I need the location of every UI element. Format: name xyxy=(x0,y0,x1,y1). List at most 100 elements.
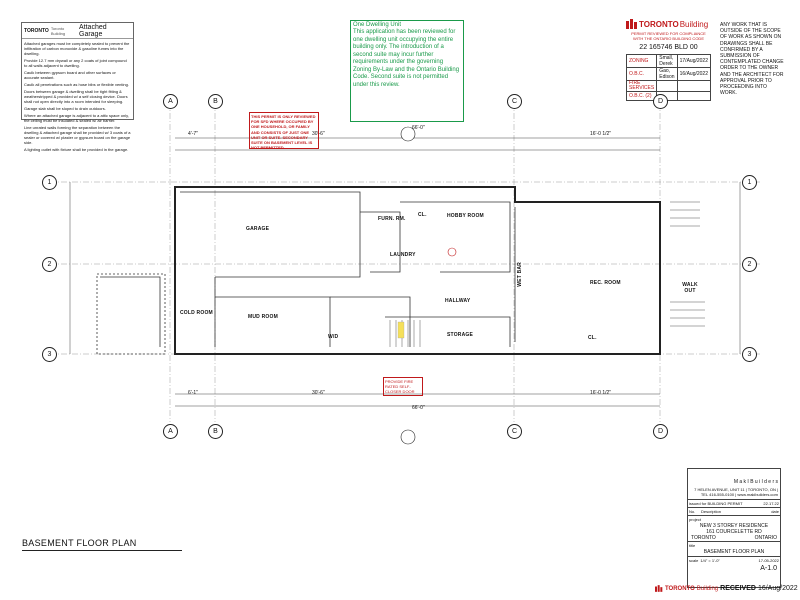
grid-bubble-2-right: 2 xyxy=(742,257,757,272)
sheet-number: A-1.0 xyxy=(760,565,777,572)
permit-number: 22 165746 BLD 00 xyxy=(639,44,698,51)
notes-intro: Attached garages must be completely seal… xyxy=(24,41,130,56)
dryer-vent-highlight xyxy=(397,321,405,339)
zoning-note-body: This application has been reviewed for o… xyxy=(353,29,460,88)
zoning-note: One Dwelling Unit This application has b… xyxy=(350,20,464,122)
firm-name: M a k I B u i l d e r s xyxy=(733,479,778,485)
grid-bubble-a-bottom: A xyxy=(163,424,178,439)
scope-note: ANY WORK THAT IS OUTSIDE OF THE SCOPE OF… xyxy=(720,22,784,97)
firm-info: 7 HELEN AVENUE, UNIT 11 | TORONTO, ON | … xyxy=(694,487,778,497)
note-item: Caulk between gypsum board and other sur… xyxy=(24,70,116,80)
zoning-note-title: One Dwelling Unit xyxy=(353,22,402,28)
no-label: No. xyxy=(689,509,696,514)
note-item: Doors between garage & dwelling shall be… xyxy=(24,89,128,104)
grid-bubble-a-top: A xyxy=(163,94,178,109)
dimension-lines xyxy=(69,137,741,407)
sheet-date: 17-05-2022 xyxy=(758,558,779,563)
red-permit-note: THIS PERMIT IS ONLY REVIEWED FOR SFD WHE… xyxy=(249,112,319,150)
received-stamp: TORONTO Building RECEIVED 16/Aug/2022 xyxy=(655,585,798,592)
interior-walls xyxy=(96,191,516,355)
room-rec: REC. ROOM xyxy=(590,280,621,286)
toronto-logo-icon: TORONTO xyxy=(24,27,49,34)
issued-for: issued for BUILDING PERMIT xyxy=(689,501,743,506)
issued-date: 22.17.22 xyxy=(763,501,779,506)
project-city: TORONTO xyxy=(691,535,716,541)
dim-top-3: 16'-0 1/2" xyxy=(590,131,612,137)
project-name: NEW 3 STOREY RESIDENCE xyxy=(699,523,769,529)
room-washer-dryer: W/D xyxy=(328,334,339,340)
room-hallway: HALLWAY xyxy=(445,298,471,304)
grid-bubble-b-bottom: B xyxy=(208,424,223,439)
title-block: M a k I B u i l d e r s 7 HELEN AVENUE, … xyxy=(687,468,781,588)
scale-value: 1/4" = 1'-0" xyxy=(700,558,720,563)
toronto-building-logo-icon xyxy=(655,585,663,592)
received-date: 16/Aug/2022 xyxy=(757,585,798,592)
note-item: Garage slab shall be sloped to drain out… xyxy=(24,106,106,111)
red-fire-door-note: PROVIDE FIRE RATED SELF-CLOSER DOOR xyxy=(383,377,423,396)
room-closet-1: CL. xyxy=(418,212,427,218)
grid-bubble-1-left: 1 xyxy=(42,175,57,190)
sheet-title: BASEMENT FLOOR PLAN xyxy=(703,549,765,555)
grid-bubble-3-right: 3 xyxy=(742,347,757,362)
room-mud: MUD ROOM xyxy=(248,314,278,320)
project-province: ONTARIO xyxy=(754,535,777,541)
received-text: RECEIVED xyxy=(720,585,756,592)
project-address: 161 COURCELETTE RD xyxy=(706,529,762,535)
permit-subtitle: PERMIT REVIEWED FOR COMPLIANCE WITH THE … xyxy=(631,31,706,41)
exterior-walls xyxy=(174,186,661,355)
smoke-alarm-icon xyxy=(447,247,457,257)
stairs xyxy=(389,201,705,347)
description-label: Description xyxy=(701,509,722,514)
room-garage: GARAGE xyxy=(246,226,270,232)
scale-label: scale xyxy=(689,558,699,563)
room-cold: COLD ROOM xyxy=(180,310,213,316)
grid-bubble-3-left: 3 xyxy=(42,347,57,362)
dim-top-overall: 66'-0" xyxy=(412,125,425,131)
received-brand-sub: Building xyxy=(696,585,719,592)
note-item: Caulk all penetrations such as hose bibs… xyxy=(24,82,129,87)
sheet-label: title xyxy=(688,541,780,549)
drawing-title: BASEMENT FLOOR PLAN xyxy=(22,538,182,551)
grid-bubble-d-bottom: D xyxy=(653,424,668,439)
grid-bubble-c-bottom: C xyxy=(507,424,522,439)
notes-title: Attached Garage xyxy=(79,23,107,38)
room-hobby: HOBBY ROOM xyxy=(447,213,484,219)
note-item: Where an attached garage is adjacent to … xyxy=(24,113,129,123)
notes-list: Provide 12.7 mm drywall or any 2 coats o… xyxy=(24,58,131,152)
section-markers xyxy=(400,126,416,445)
dim-bottom-1: 6'-1" xyxy=(188,390,198,396)
note-item: Provide 12.7 mm drywall or any 2 coats o… xyxy=(24,58,127,68)
room-laundry: LAUNDRY xyxy=(390,252,416,258)
permit-row: FIRE SERVICES xyxy=(625,80,712,92)
grid-bubble-c-top: C xyxy=(507,94,522,109)
notes-header: TORONTO Toronto Building Attached Garage xyxy=(22,23,133,39)
grid-bubble-2-left: 2 xyxy=(42,257,57,272)
grid-bubble-1-right: 1 xyxy=(742,175,757,190)
permit-stamp: TORONTO Building PERMIT REVIEWED FOR COM… xyxy=(625,19,712,119)
permit-brand: TORONTO xyxy=(639,19,679,29)
room-furnace: FURN. RM. xyxy=(378,216,406,222)
grid-bubble-b-top: B xyxy=(208,94,223,109)
permit-brand-sub: Building xyxy=(679,19,709,29)
floor-plan-drawing xyxy=(50,102,760,445)
room-walkout: WALK OUT xyxy=(682,282,698,294)
dim-bottom-2: 30'-6" xyxy=(312,390,325,396)
room-closet-2: CL. xyxy=(588,335,597,341)
dim-bottom-overall: 66'-0" xyxy=(412,405,425,411)
dim-bottom-3: 16'-0 1/2" xyxy=(590,390,612,396)
received-brand: TORONTO xyxy=(665,585,695,592)
toronto-logo-sub: Toronto Building xyxy=(50,25,66,36)
project-label: project xyxy=(688,515,780,523)
toronto-building-logo-icon xyxy=(626,19,637,29)
dim-top-1: 4'-7" xyxy=(188,131,198,137)
note-item: Line unrated walls forming the separatio… xyxy=(24,125,131,145)
attached-garage-notes: TORONTO Toronto Building Attached Garage… xyxy=(21,22,134,152)
room-wetbar: WET BAR xyxy=(517,262,523,287)
room-storage: STORAGE xyxy=(447,332,474,338)
note-item: A lighting outlet with fixture shall be … xyxy=(24,147,129,152)
grid-bubble-d-top: D xyxy=(653,94,668,109)
date-label: date xyxy=(771,509,779,514)
